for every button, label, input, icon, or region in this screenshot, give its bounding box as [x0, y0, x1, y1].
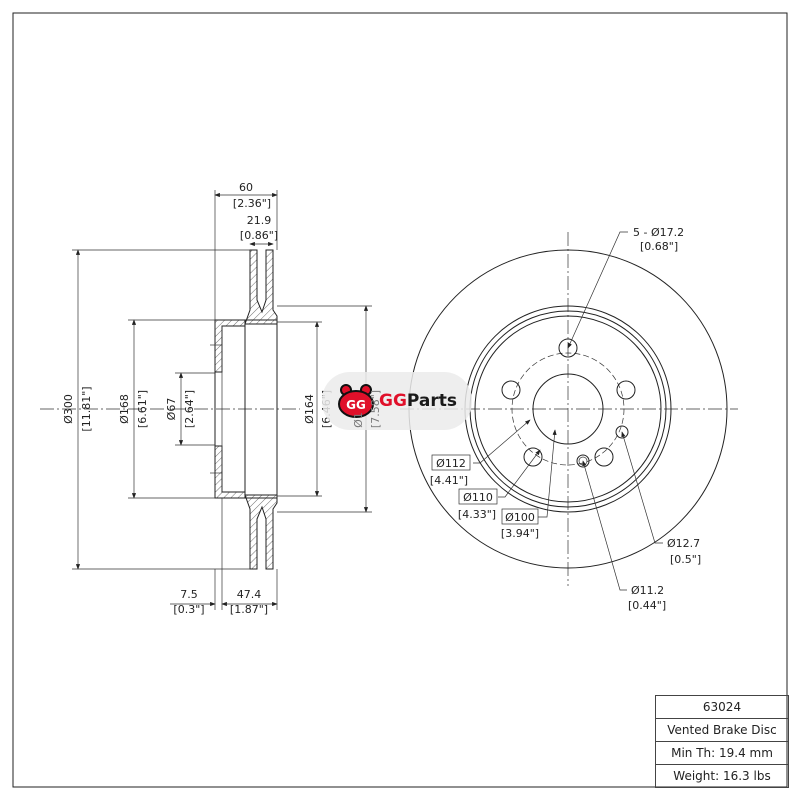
hole2-label: Ø12.7 [667, 537, 700, 550]
frame-border [12, 12, 788, 788]
min-thickness: Min Th: 19.4 mm [656, 742, 788, 765]
dim-thickness: 21.9 [247, 214, 272, 227]
pcd2-label-in: [4.33"] [458, 508, 496, 521]
title-block: 63024 Vented Brake Disc Min Th: 19.4 mm … [655, 695, 789, 788]
pcd1-label: Ø112 [436, 457, 466, 470]
dim-outer: Ø300 [62, 394, 75, 424]
pcd3-label-in: [3.94"] [501, 527, 539, 540]
dim-bore: Ø67 [165, 398, 178, 421]
dim-hat: Ø168 [118, 394, 131, 424]
dim-hat-height-in: [1.87"] [230, 603, 268, 616]
dim-hat-height: 47.4 [237, 588, 262, 601]
pcd3-label: Ø100 [505, 511, 535, 524]
hole2-label-in: [0.5"] [670, 553, 701, 566]
dim-bore-in: [2.64"] [183, 390, 196, 428]
dim-outer-in: [11.81"] [80, 386, 93, 431]
svg-text:GG: GG [346, 398, 366, 412]
dim-hat-in: [6.61"] [136, 390, 149, 428]
dim-vent-in: [7.58"] [369, 390, 382, 428]
dim-vent: Ø1 [352, 412, 365, 428]
holes-label-in: [0.68"] [640, 240, 678, 253]
dim-inner: Ø164 [303, 394, 316, 424]
dim-offset: 7.5 [180, 588, 198, 601]
hole3-label-in: [0.44"] [628, 599, 666, 612]
dim-width: 60 [239, 181, 253, 194]
part-description: Vented Brake Disc [656, 719, 788, 742]
pcd2-label: Ø110 [463, 491, 493, 504]
part-number: 63024 [656, 696, 788, 719]
pcd1-label-in: [4.41"] [430, 474, 468, 487]
dim-thickness-in: [0.86"] [240, 229, 278, 242]
watermark-brand-gg: GG [378, 391, 407, 411]
dim-offset-in: [0.3"] [173, 603, 204, 616]
weight: Weight: 16.3 lbs [656, 765, 788, 788]
vent-dimension-labels: Ø1 [7.58"] [352, 390, 382, 428]
watermark-brand-parts: Parts [406, 391, 458, 411]
holes-label: 5 - Ø17.2 [633, 226, 684, 239]
dim-width-in: [2.36"] [233, 197, 271, 210]
hole3-label: Ø11.2 [631, 584, 664, 597]
